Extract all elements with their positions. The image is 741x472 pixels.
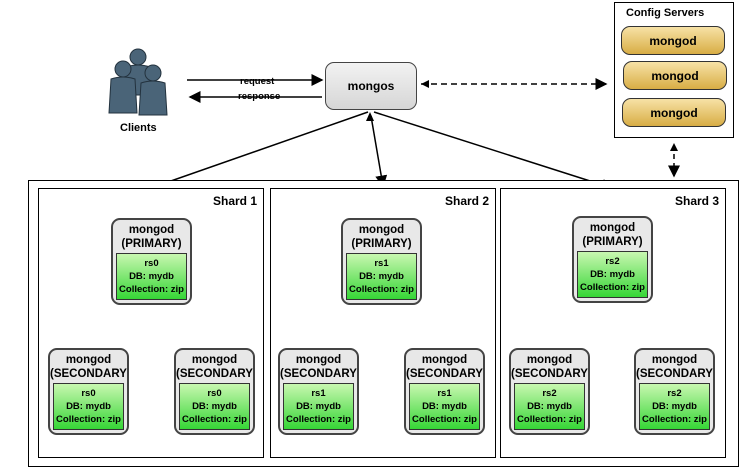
collection-name: Collection: zip [119, 284, 184, 295]
config-server-3[interactable]: mongod [622, 98, 726, 127]
db-name: DB: mydb [296, 401, 341, 412]
db-name: DB: mydb [66, 401, 111, 412]
mongos-shard2-link [370, 115, 388, 188]
shard-title: Shard 2 [444, 194, 489, 208]
collection-name: Collection: zip [517, 414, 582, 425]
node-role: (PRIMARY) [351, 238, 412, 250]
config-servers-box: Config Servers mongod mongod mongod [614, 2, 734, 138]
config-servers-title: Config Servers [626, 7, 705, 19]
node-name: mongod [128, 224, 175, 236]
config-server-label: mongod [651, 68, 699, 83]
clients-label: Clients [120, 122, 157, 134]
node-name: mongod [358, 224, 405, 236]
collection-name: Collection: zip [642, 414, 707, 425]
collection-name: Collection: zip [349, 284, 414, 295]
node-role: (SECONDARY) [176, 368, 255, 380]
replica-set: rs2 [542, 388, 557, 399]
clients-icon [108, 48, 168, 116]
db-name: DB: mydb [422, 401, 467, 412]
collection-name: Collection: zip [412, 414, 477, 425]
replica-set: rs1 [437, 388, 452, 399]
response-label: response [238, 91, 281, 102]
node-role: (PRIMARY) [582, 236, 643, 248]
node-role: (SECONDARY) [636, 368, 715, 380]
config-server-2[interactable]: mongod [623, 61, 727, 90]
node-role: (SECONDARY) [511, 368, 590, 380]
collection-name: Collection: zip [286, 414, 351, 425]
collection-name: Collection: zip [182, 414, 247, 425]
db-name: DB: mydb [129, 271, 174, 282]
config-server-1[interactable]: mongod [621, 26, 725, 55]
db-name: DB: mydb [590, 269, 635, 280]
node-name: mongod [295, 354, 342, 366]
replica-set: rs1 [374, 258, 389, 269]
collection-name: Collection: zip [580, 282, 645, 293]
mongos-shard1-link [146, 111, 369, 192]
shard-title: Shard 1 [212, 194, 257, 208]
db-name: DB: mydb [527, 401, 572, 412]
mongos-label: mongos [347, 79, 395, 93]
replica-set: rs0 [207, 388, 222, 399]
node-name: mongod [651, 354, 698, 366]
node-name: mongod [589, 222, 636, 234]
shard-title: Shard 3 [674, 194, 719, 208]
node-name: mongod [526, 354, 573, 366]
replica-set: rs1 [311, 388, 326, 399]
replica-set: rs2 [605, 256, 620, 267]
node-role: (SECONDARY) [50, 368, 129, 380]
mongos-shard3-link [373, 111, 614, 191]
config-server-label: mongod [649, 33, 697, 48]
node-name: mongod [191, 354, 238, 366]
node-name: mongod [421, 354, 468, 366]
replica-set: rs2 [667, 388, 682, 399]
mongos-router[interactable]: mongos [325, 62, 417, 110]
node-name: mongod [65, 354, 112, 366]
config-server-label: mongod [650, 105, 698, 120]
node-role: (SECONDARY) [406, 368, 485, 380]
node-role: (PRIMARY) [121, 238, 182, 250]
replica-set: rs0 [144, 258, 159, 269]
db-name: DB: mydb [652, 401, 697, 412]
collection-name: Collection: zip [56, 414, 121, 425]
db-name: DB: mydb [192, 401, 237, 412]
replica-set: rs0 [81, 388, 96, 399]
request-label: request [240, 76, 275, 87]
db-name: DB: mydb [359, 271, 404, 282]
node-role: (SECONDARY) [280, 368, 359, 380]
